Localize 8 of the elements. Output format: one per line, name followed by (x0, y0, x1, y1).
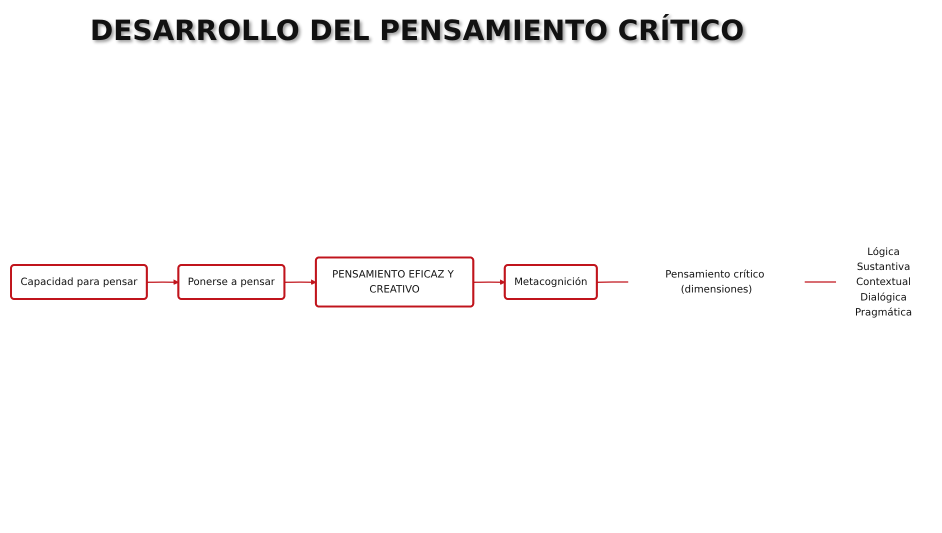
arrow (147, 279, 179, 285)
connector (597, 281, 628, 283)
arrow (284, 279, 316, 285)
title: DESARROLLO DEL PENSAMIENTO CRÍTICO (90, 14, 746, 47)
arrow (474, 279, 506, 285)
node-text: Pensamiento crítico (dimensiones) (665, 268, 764, 296)
node-text: Lógica Sustantiva Contextual Dialógica Pragmática (855, 245, 912, 318)
connector (804, 281, 836, 283)
